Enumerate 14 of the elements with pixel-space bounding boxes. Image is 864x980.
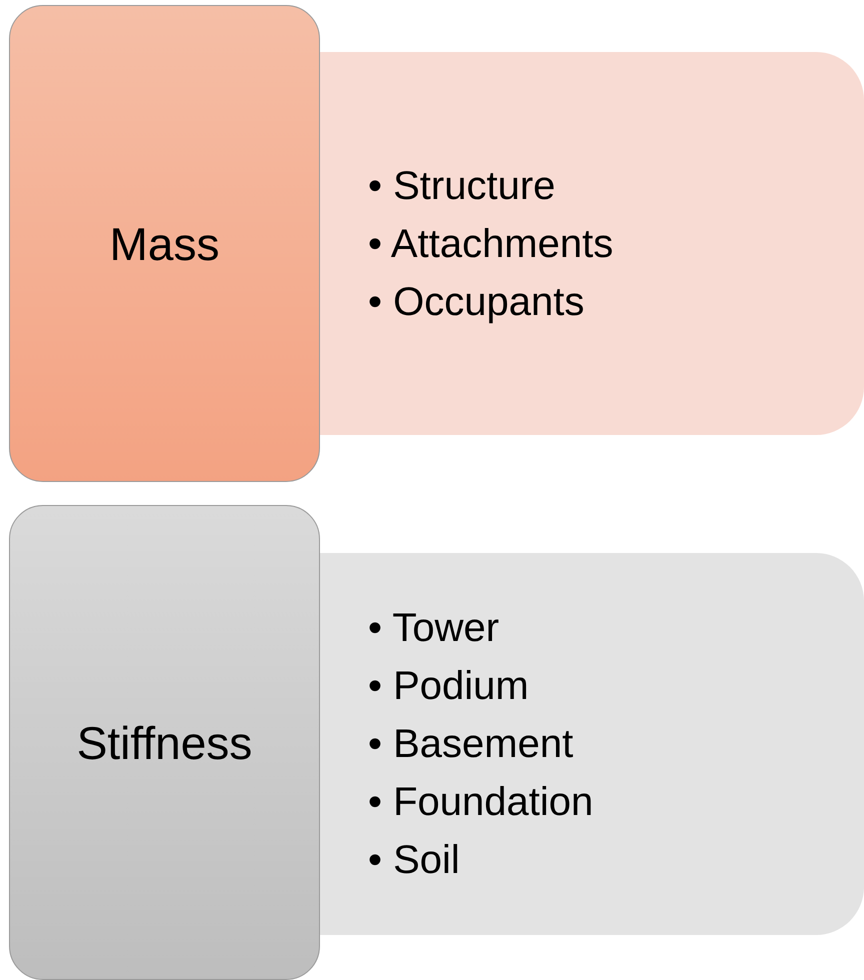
content-panel (320, 52, 864, 435)
bullet-item: • Basement (368, 721, 574, 768)
bullet-item: • Tower (368, 605, 500, 652)
bullet-item: • Structure (368, 162, 556, 210)
category-box (9, 505, 320, 980)
category-label: Stiffness (76, 716, 252, 770)
bullet-item: • Occupants (368, 278, 584, 326)
category-box (9, 5, 320, 482)
category-label: Mass (110, 216, 220, 270)
content-panel (320, 553, 864, 935)
bullet-item: • Podium (368, 663, 529, 710)
bullet-item: • Attachments (368, 220, 614, 268)
bullet-item: • Foundation (368, 779, 594, 826)
bullet-item: • Soil (368, 837, 460, 884)
